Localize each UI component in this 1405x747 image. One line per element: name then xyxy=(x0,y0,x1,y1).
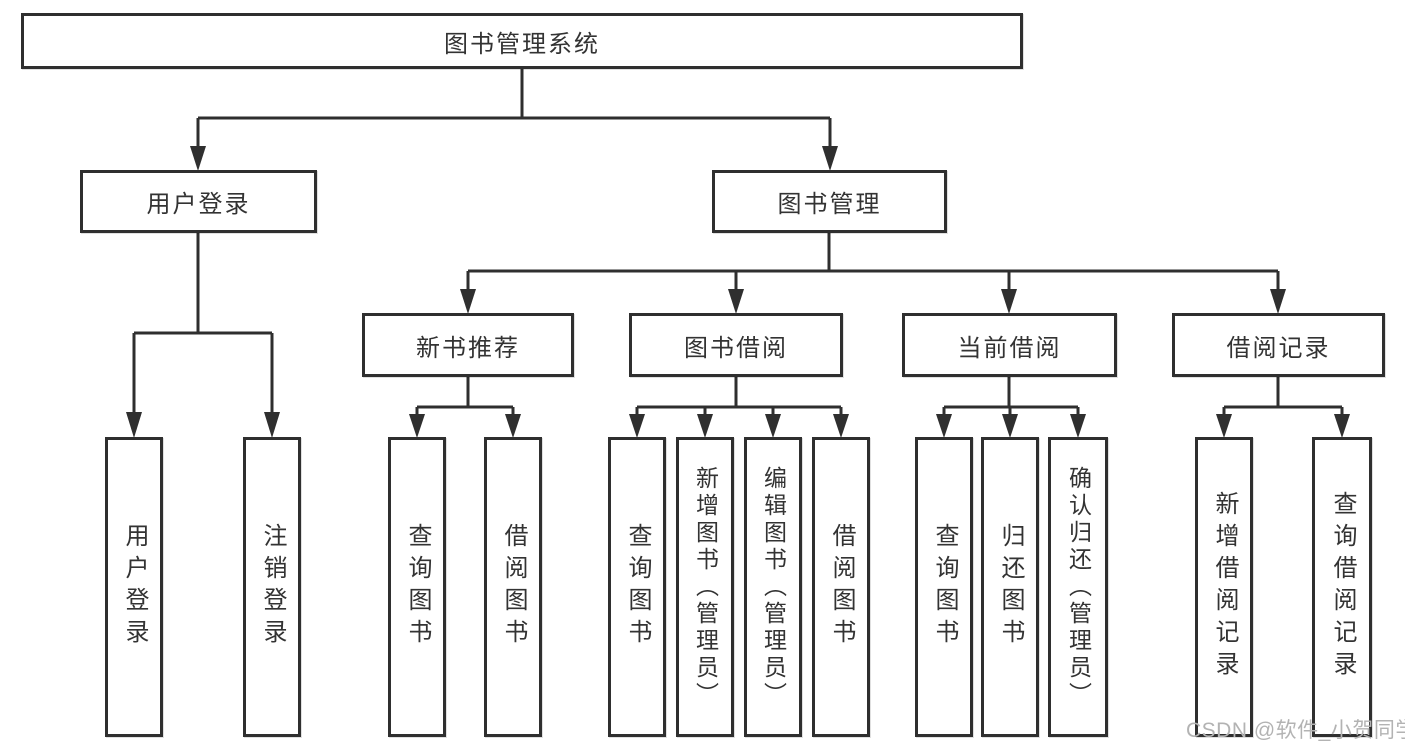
leaf-borrow-books-borrowing-label: 借阅图书 xyxy=(828,523,855,651)
node-borrow-records-label: 借阅记录 xyxy=(1226,334,1331,362)
node-library-system: 图书管理系统 xyxy=(21,13,1023,69)
connector-root-to-level2 xyxy=(196,69,832,150)
leaf-logout-label: 注销登录 xyxy=(259,523,286,651)
leaf-borrow-books-recommend-label: 借阅图书 xyxy=(500,523,527,651)
node-library-system-label: 图书管理系统 xyxy=(444,30,600,58)
leaf-add-borrow-record-label: 新增借阅记录 xyxy=(1211,491,1238,683)
leaf-return-book-label: 归还图书 xyxy=(997,523,1024,651)
leaf-add-borrow-record: 新增借阅记录 xyxy=(1195,437,1253,737)
leaf-add-book-admin-label: 新增图书（管理员） xyxy=(692,465,719,709)
node-new-book-recommend: 新书推荐 xyxy=(362,313,574,377)
leaf-query-books-borrowing: 查询图书 xyxy=(608,437,666,737)
leaf-logout: 注销登录 xyxy=(243,437,301,737)
node-new-book-recommend-label: 新书推荐 xyxy=(416,334,520,362)
connector-userlogin-to-leaves xyxy=(132,233,274,416)
node-current-borrowing: 当前借阅 xyxy=(902,313,1117,377)
node-current-borrowing-label: 当前借阅 xyxy=(957,334,1062,362)
leaf-query-books-recommend-label: 查询图书 xyxy=(404,523,431,651)
node-user-login: 用户登录 xyxy=(80,170,317,233)
leaf-return-book: 归还图书 xyxy=(981,437,1039,737)
leaf-edit-book-admin-label: 编辑图书（管理员） xyxy=(760,465,787,709)
node-book-management-label: 图书管理 xyxy=(777,191,882,218)
leaf-query-books-current: 查询图书 xyxy=(915,437,973,737)
leaf-borrow-books-borrowing: 借阅图书 xyxy=(812,437,870,737)
node-user-login-label: 用户登录 xyxy=(146,191,251,218)
leaf-user-login-label: 用户登录 xyxy=(121,523,148,651)
node-book-management: 图书管理 xyxy=(712,170,947,233)
leaf-query-borrow-record: 查询借阅记录 xyxy=(1312,437,1372,737)
leaf-query-borrow-record-label: 查询借阅记录 xyxy=(1329,491,1356,683)
leaf-borrow-books-recommend: 借阅图书 xyxy=(484,437,542,737)
connector-bookmgmt-to-level3 xyxy=(466,233,1280,292)
leaf-confirm-return-admin: 确认归还（管理员） xyxy=(1048,437,1108,737)
leaf-confirm-return-admin-label: 确认归还（管理员） xyxy=(1065,465,1092,709)
node-book-borrowing: 图书借阅 xyxy=(629,313,843,377)
node-borrow-records: 借阅记录 xyxy=(1172,313,1385,377)
connector-records-to-leaves xyxy=(1222,377,1344,418)
leaf-add-book-admin: 新增图书（管理员） xyxy=(676,437,734,737)
connector-bookborrow-to-leaves xyxy=(635,377,843,418)
leaf-query-books-borrowing-label: 查询图书 xyxy=(624,523,651,651)
leaf-edit-book-admin: 编辑图书（管理员） xyxy=(744,437,802,737)
leaf-query-books-recommend: 查询图书 xyxy=(388,437,446,737)
connector-newbooks-to-leaves xyxy=(415,377,515,418)
node-book-borrowing-label: 图书借阅 xyxy=(684,334,788,362)
csdn-watermark: CSDN @软件_小贺同学 xyxy=(1186,719,1405,742)
leaf-query-books-current-label: 查询图书 xyxy=(931,523,958,651)
connector-currentborrow-to-leaves xyxy=(942,377,1080,418)
leaf-user-login: 用户登录 xyxy=(105,437,163,737)
